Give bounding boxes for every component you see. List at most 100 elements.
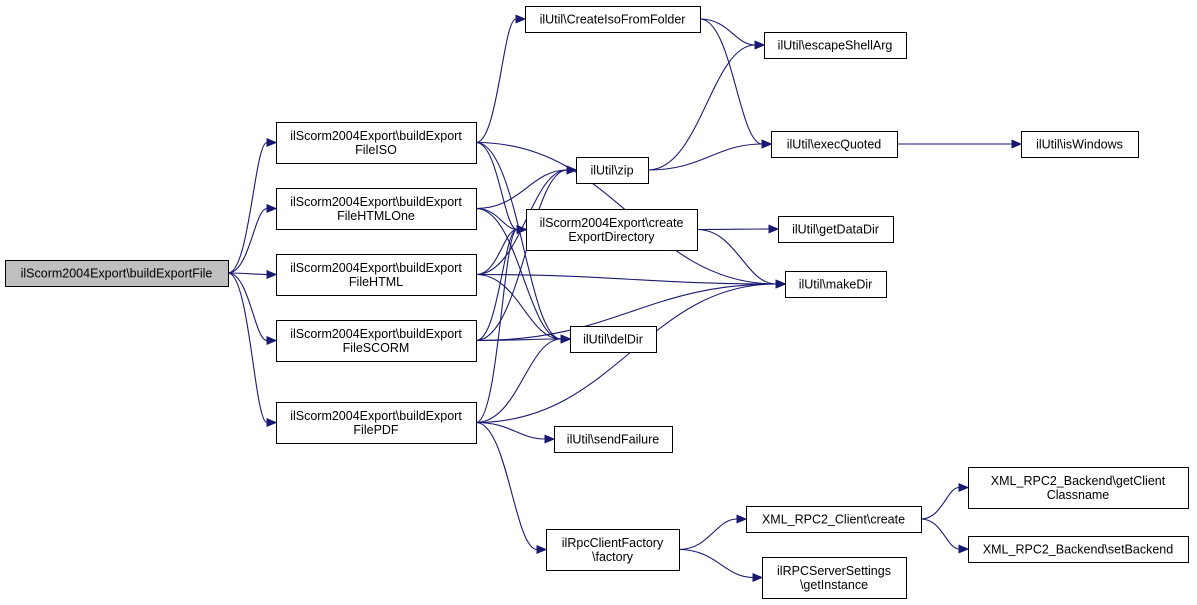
node-box: [570, 326, 657, 353]
edge-line: [475, 283, 777, 424]
node-box: [746, 506, 922, 533]
node-label: ilScorm2004Export\buildExportFile: [21, 267, 213, 281]
edge-line: [475, 228, 518, 342]
node-getdata[interactable]: ilUtil\getDataDir: [778, 216, 894, 243]
node-label: ilUtil\getDataDir: [792, 223, 879, 237]
node-sendfail[interactable]: ilUtil\sendFailure: [554, 426, 673, 453]
node-label: ilUtil\CreateIsoFromFolder: [540, 13, 686, 27]
edge-arrowhead: [768, 224, 780, 234]
node-label: FileISO: [355, 143, 397, 157]
node-box: [546, 529, 680, 571]
edge-arrowhead: [536, 544, 548, 555]
node-label: \factory: [592, 550, 634, 564]
edge-arrowhead: [754, 40, 766, 50]
node-label: ilUtil\execQuoted: [787, 138, 882, 152]
edge-arrowhead: [266, 137, 278, 148]
node-xmlcreate[interactable]: XML_RPC2_Client\create: [746, 506, 922, 533]
nodes: ilScorm2004Export\buildExportFile ilScorm…: [5, 6, 1189, 599]
node-label: ilScorm2004Export\create: [540, 216, 684, 230]
edge-root-to-html: [227, 269, 278, 280]
edge-line: [696, 228, 770, 231]
edge-arrowhead: [761, 139, 773, 149]
node-box: [5, 260, 229, 287]
node-box: [276, 122, 477, 164]
node-box: [276, 402, 477, 444]
node-box: [785, 271, 887, 298]
edge-root-to-pdf: [227, 272, 278, 428]
edge-line: [475, 283, 777, 342]
node-setbackend[interactable]: XML_RPC2_Backend\setBackend: [968, 536, 1189, 563]
node-label: ilUtil\zip: [590, 164, 633, 178]
node-iswin[interactable]: ilUtil\isWindows: [1021, 131, 1139, 158]
node-zip[interactable]: ilUtil\zip: [576, 157, 649, 184]
node-label: ilRpcClientFactory: [562, 536, 664, 550]
edge-line: [696, 228, 777, 285]
node-box: [968, 467, 1189, 509]
edge-arrowhead: [958, 544, 970, 554]
node-deldir[interactable]: ilUtil\delDir: [570, 326, 657, 353]
node-box: [276, 254, 477, 296]
edge-htmlone-to-zip: [475, 165, 578, 210]
node-box: [968, 536, 1189, 563]
node-label: ilUtil\escapeShellArg: [778, 39, 893, 53]
node-label: ilUtil\sendFailure: [567, 433, 659, 447]
edge-line: [647, 44, 756, 171]
edge-createexp-to-makedir: [696, 228, 787, 289]
edge-line: [227, 141, 268, 274]
edge-zip-to-execq: [647, 139, 773, 171]
edge-arrowhead: [266, 417, 278, 428]
node-label: ilUtil\isWindows: [1036, 138, 1123, 152]
edge-arrowhead: [266, 203, 278, 214]
node-label: FilePDF: [353, 423, 399, 437]
node-label: ilScorm2004Export\buildExport: [290, 261, 462, 275]
node-createiso[interactable]: ilUtil\CreateIsoFromFolder: [525, 6, 701, 33]
edge-arrowhead: [775, 279, 787, 289]
edge-line: [227, 207, 268, 274]
node-label: ilUtil\delDir: [583, 333, 643, 347]
node-box: [276, 188, 477, 230]
edge-createexp-to-getdata: [696, 224, 780, 234]
edge-arrowhead: [266, 269, 278, 280]
edge-line: [699, 18, 763, 145]
edge-root-to-htmlone: [227, 203, 278, 274]
edge-line: [475, 169, 568, 342]
edge-line: [475, 141, 562, 340]
edge-line: [475, 273, 777, 285]
node-label: FileHTMLOne: [337, 209, 415, 223]
node-label: XML_RPC2_Client\create: [762, 513, 905, 527]
edge-zip-to-escape: [647, 40, 766, 171]
edge-arrowhead: [266, 335, 278, 346]
edge-rpcfactory-to-rpcsettings: [678, 548, 764, 583]
edge-html-to-deldir: [475, 273, 572, 344]
node-label: ExportDirectory: [568, 230, 655, 244]
node-rpcsettings[interactable]: ilRPCServerSettings\getInstance: [762, 557, 907, 599]
node-label: FileHTML: [349, 275, 403, 289]
edge-arrowhead: [752, 572, 764, 583]
node-box: [554, 426, 673, 453]
node-label: XML_RPC2_Backend\getClient: [991, 474, 1166, 488]
node-escape[interactable]: ilUtil\escapeShellArg: [764, 32, 907, 59]
edge-line: [475, 273, 562, 340]
edge-arrowhead: [566, 165, 578, 175]
edge-line: [475, 169, 568, 276]
edge-scorm-to-deldir: [475, 334, 572, 344]
node-box: [526, 209, 698, 251]
node-rpcfactory[interactable]: ilRpcClientFactory\factory: [546, 529, 680, 571]
edge-line: [647, 143, 763, 171]
node-execq[interactable]: ilUtil\execQuoted: [771, 131, 898, 158]
node-root[interactable]: ilScorm2004Export\buildExportFile: [5, 260, 229, 287]
edge-execq-to-iswin: [897, 139, 1023, 149]
node-makedir[interactable]: ilUtil\makeDir: [785, 271, 887, 298]
node-box: [764, 32, 907, 59]
edge-arrowhead: [1011, 139, 1023, 149]
edge-line: [475, 141, 518, 231]
edge-xmlcreate-to-setbackend: [920, 518, 970, 554]
